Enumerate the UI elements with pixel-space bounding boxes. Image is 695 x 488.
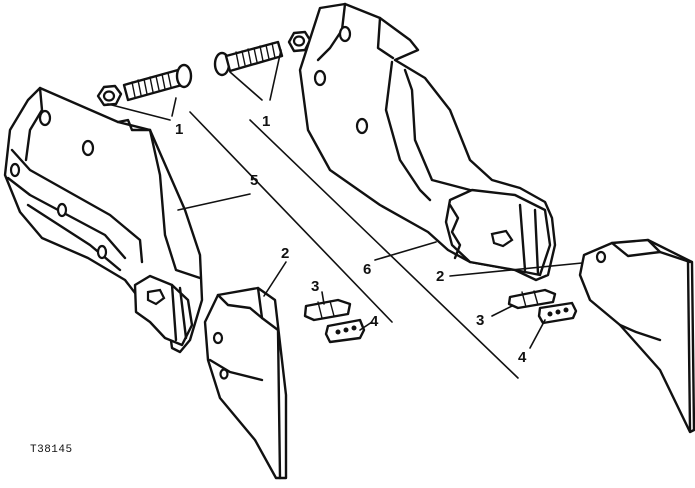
left-bolt-and-nut <box>96 63 193 107</box>
left-lower-lock <box>324 318 366 344</box>
callout-right-lower-lock: 4 <box>518 349 527 366</box>
right-bolt <box>213 40 284 77</box>
right-tip <box>578 238 695 434</box>
callout-right-tip: 2 <box>436 268 444 285</box>
right-assembly-line <box>249 119 519 379</box>
right-bolt-and-nut <box>213 30 312 77</box>
right-shank-lock-slot <box>490 229 514 248</box>
right-shank-hole <box>355 117 369 135</box>
callout-right-bolt: 1 <box>262 113 270 130</box>
callout-left-upper-lock: 3 <box>311 278 319 295</box>
left-tip <box>203 286 288 480</box>
right-shank-hole <box>313 69 327 87</box>
right-upper-lock <box>507 288 557 310</box>
callout-left-assembly: 5 <box>250 172 258 189</box>
callout-left-tip: 2 <box>281 245 289 262</box>
left-shank-hole <box>81 139 95 157</box>
left-shank-adapter <box>3 86 204 354</box>
left-shank-hole <box>38 109 52 127</box>
callout-left-lower-lock: 4 <box>370 313 379 330</box>
left-assembly-line <box>189 111 393 323</box>
left-upper-lock <box>303 298 352 322</box>
callout-right-assembly: 6 <box>363 261 371 278</box>
left-nut <box>96 84 123 107</box>
callouts: 1 1 5 6 2 2 3 3 4 4 <box>175 113 527 366</box>
leader-lines <box>107 49 583 379</box>
left-shank-lock-slot <box>146 288 166 306</box>
figure-id: T38145 <box>30 444 73 456</box>
right-shank-hole <box>338 25 352 43</box>
callout-left-bolt: 1 <box>175 121 183 138</box>
right-shank-adapter <box>298 2 557 282</box>
left-bolt <box>122 63 193 102</box>
right-lower-lock <box>537 301 578 325</box>
callout-right-upper-lock: 3 <box>476 312 484 329</box>
